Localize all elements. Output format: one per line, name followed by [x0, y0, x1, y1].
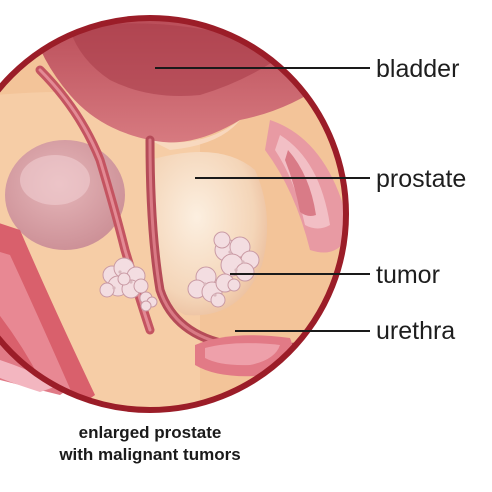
caption: enlarged prostate with malignant tumors	[0, 422, 300, 466]
right-tissue	[265, 120, 346, 253]
tumor-cluster-right	[187, 231, 260, 308]
label-urethra: urethra	[376, 317, 456, 345]
label-tumor: tumor	[376, 261, 440, 289]
leader-lines	[155, 67, 370, 332]
anatomy-inset	[0, 18, 346, 410]
label-bladder: bladder	[376, 55, 460, 83]
caption-line-1: enlarged prostate	[78, 423, 222, 442]
label-prostate: prostate	[376, 165, 467, 193]
inset-circle-border	[0, 15, 349, 413]
tumor-cluster-left	[99, 257, 158, 312]
caption-line-2: with malignant tumors	[59, 445, 241, 464]
